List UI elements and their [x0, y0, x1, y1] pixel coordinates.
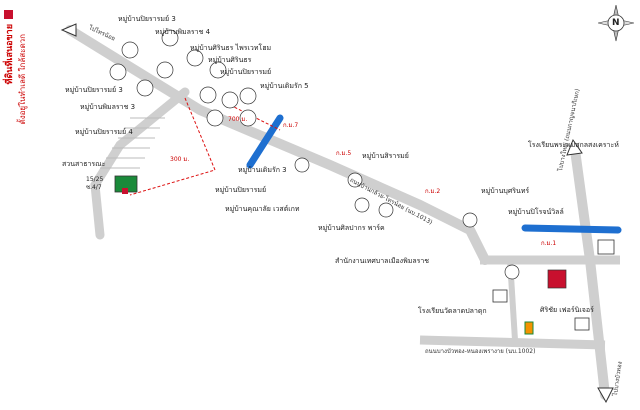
- village-label: หมู่บ้านสิรารมย์: [362, 152, 409, 160]
- seven-eleven-icon: [524, 321, 534, 335]
- school-icon-left: [492, 289, 508, 303]
- plot-number: 15/25: [86, 176, 104, 183]
- village-label: หมู่บ้านปิยรารมย์ 3: [118, 15, 176, 23]
- km-marker-1: ก.ม.1: [541, 240, 557, 247]
- arrow-left: [60, 23, 77, 37]
- distance-300: 300 ม.: [170, 156, 190, 163]
- canal-right: [521, 224, 622, 234]
- village-label: หมู่บ้านศิรินธร: [208, 56, 252, 64]
- village-label: หมู่บ้านเดิมรัก 3: [238, 166, 287, 174]
- km-marker-7: ก.ม.7: [283, 122, 299, 129]
- village-label: หมู่บ้านพิมลราช 3: [80, 103, 136, 111]
- village-label: หมู่บ้านศิลปากร พาร์ค: [318, 224, 385, 232]
- village-label: หมู่บ้านศิรินธร ไพรเวทโฮม: [190, 44, 272, 52]
- school-left-label: โรงเรียนวัดลาดปลาดุก: [418, 307, 487, 315]
- distance-dashed: [129, 97, 216, 196]
- road-bottom-label: ถนนบางบัวทอง-หนองเพรางาย (นบ.1002): [425, 348, 536, 355]
- village-label: หมู่บ้านคุณาลัย เวสต์เกท: [225, 205, 300, 213]
- school-icon-right: [597, 239, 615, 255]
- soi-ladder: [100, 117, 165, 169]
- canal-left: [246, 114, 284, 169]
- village-label: หมู่บ้านปิยรารมย์ 4: [75, 128, 133, 136]
- km-marker-5: ก.ม.5: [336, 150, 352, 157]
- village-label: หมู่บ้านปิยรารมย์: [215, 186, 267, 194]
- store-label: ศิริชัย เฟอร์นิเจอร์: [540, 306, 594, 314]
- arrow-up-right: [566, 138, 583, 156]
- arrow-down-right: [597, 387, 614, 404]
- distance-700: 700 ม.: [228, 116, 248, 123]
- road-bottom: [419, 335, 606, 350]
- land-plot-red: [122, 188, 128, 194]
- municipal-label: สำนักงานเทศบาลเมืองพิมลราช: [335, 257, 430, 265]
- km-marker-2: ก.ม.2: [425, 188, 441, 195]
- village-clusters: [109, 29, 520, 280]
- plot-area: ซ.4/7: [86, 184, 102, 191]
- compass-letter: N: [612, 18, 620, 28]
- village-label: หมู่บ้านบุศรินทร์: [481, 187, 530, 195]
- legend-marker: [4, 10, 13, 19]
- road-vertical-right: [570, 145, 610, 400]
- compass-icon: [598, 5, 634, 42]
- road-main-diagonal: [65, 25, 490, 265]
- legend-subtitle: ตั้งอยู่ในทำเลดี ใกล้สะดวก: [18, 34, 27, 125]
- garden-label: สวนสาธารณะ: [62, 160, 106, 168]
- village-label: หมู่บ้านปิโรจน์วิลล์: [508, 208, 564, 216]
- village-label: หมู่บ้านปิยรารมย์: [220, 68, 272, 76]
- store-icon: [574, 317, 590, 331]
- village-label: หมู่บ้านปิยรารมย์ 3: [65, 86, 123, 94]
- village-label: หมู่บ้านเดิมรัก 5: [260, 82, 309, 90]
- village-label: หมู่บ้านพิมลราช 4: [155, 28, 211, 36]
- school-right-label: โรงเรียนพระแม่สกลสงเคราะห์: [528, 141, 619, 149]
- municipal-icon: [547, 269, 567, 289]
- legend-title: ที่ดินที่เสนอขาย: [5, 24, 15, 85]
